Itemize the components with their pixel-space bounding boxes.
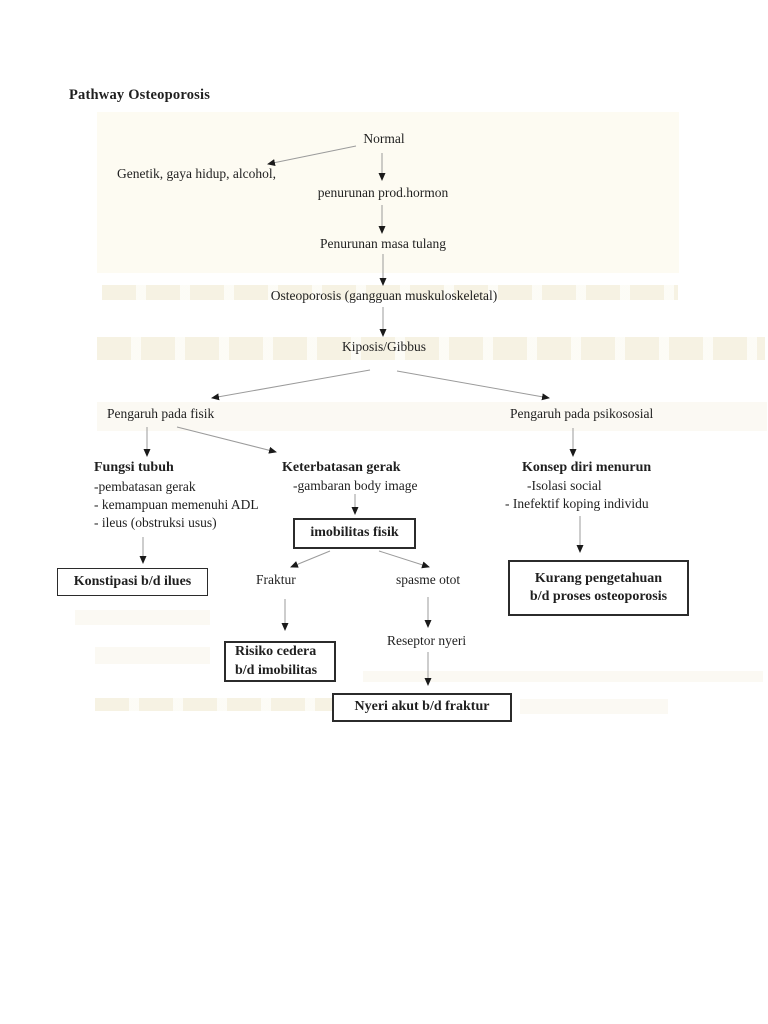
arrow-kiposis-to-fisik <box>211 369 371 401</box>
box-nyeri-akut: Nyeri akut b/d fraktur <box>332 693 512 722</box>
node-inefektif-koping: - Inefektif koping individu <box>505 496 649 511</box>
list-item: - ileus (obstruksi usus) <box>94 515 217 531</box>
node-reseptor-nyeri: Reseptor nyeri <box>387 633 467 648</box>
highlight-band-left2 <box>95 647 210 664</box>
page-title: Pathway Osteoporosis <box>69 87 211 103</box>
box-label-line2: b/d imobilitas <box>235 662 318 678</box>
node-genetik: Genetik, gaya hidup, alcohol, <box>117 166 276 181</box>
list-item: -pembatasan gerak <box>94 479 196 494</box>
node-keterbatasan-gerak: Keterbatasan gerak <box>282 460 401 475</box>
arrow-kiposis-to-psikososial <box>396 370 550 401</box>
node-penurunan-masa: Penurunan masa tulang <box>320 236 446 251</box>
box-label: Nyeri akut b/d fraktur <box>354 699 490 715</box>
box-label-line2: b/d proses osteoporosis <box>529 589 668 604</box>
node-normal: Normal <box>363 131 405 146</box>
arrow-imobilitas-to-spasme <box>378 550 430 569</box>
highlight-band-kiposis <box>97 337 765 360</box>
box-imobilitas-fisik: imobilitas fisik <box>293 518 416 549</box>
node-pengaruh-psikososial: Pengaruh pada psikososial <box>510 406 654 421</box>
node-fungsi-tubuh: Fungsi tubuh <box>94 460 174 475</box>
node-fraktur: Fraktur <box>256 572 296 587</box>
node-osteoporosis: Osteoporosis (gangguan muskuloskeletal) <box>270 288 498 303</box>
box-label-line1: Kurang pengetahuan <box>534 570 663 586</box>
highlight-band-osteoporosis <box>102 285 678 300</box>
fungsi-tubuh-list: -pembatasan gerak - kemampuan memenuhi A… <box>94 478 259 533</box>
node-konsep-diri-menurun: Konsep diri menurun <box>522 460 652 475</box>
highlight-block-top <box>97 112 679 273</box>
node-kiposis: Kiposis/Gibbus <box>341 339 427 354</box>
arrow-imobilitas-to-fraktur <box>290 550 331 568</box>
list-item: - kemampuan memenuhi ADL <box>94 497 259 513</box>
highlight-band-pengaruh <box>97 402 767 431</box>
node-gambaran-body-image: -gambaran body image <box>293 478 418 493</box>
node-isolasi-social: -Isolasi social <box>527 478 602 493</box>
box-label-line1: Risiko cedera <box>235 644 317 659</box>
node-spasme-otot: spasme otot <box>396 572 461 587</box>
box-kurang-pengetahuan: Kurang pengetahuan b/d proses osteoporos… <box>508 560 689 616</box>
node-pengaruh-fisik: Pengaruh pada fisik <box>107 406 215 421</box>
highlight-band-right2 <box>520 699 668 714</box>
box-label: Konstipasi b/d ilues <box>73 573 192 589</box>
highlight-band-right1 <box>363 671 763 682</box>
highlight-band-left1 <box>75 610 210 625</box>
box-label: imobilitas fisik <box>310 525 399 541</box>
box-risiko-cedera: Risiko cedera b/d imobilitas <box>224 641 336 682</box>
highlight-band-left3 <box>95 698 332 711</box>
box-konstipasi: Konstipasi b/d ilues <box>57 568 208 596</box>
node-penurunan-hormon: penurunan prod.hormon <box>317 185 449 200</box>
